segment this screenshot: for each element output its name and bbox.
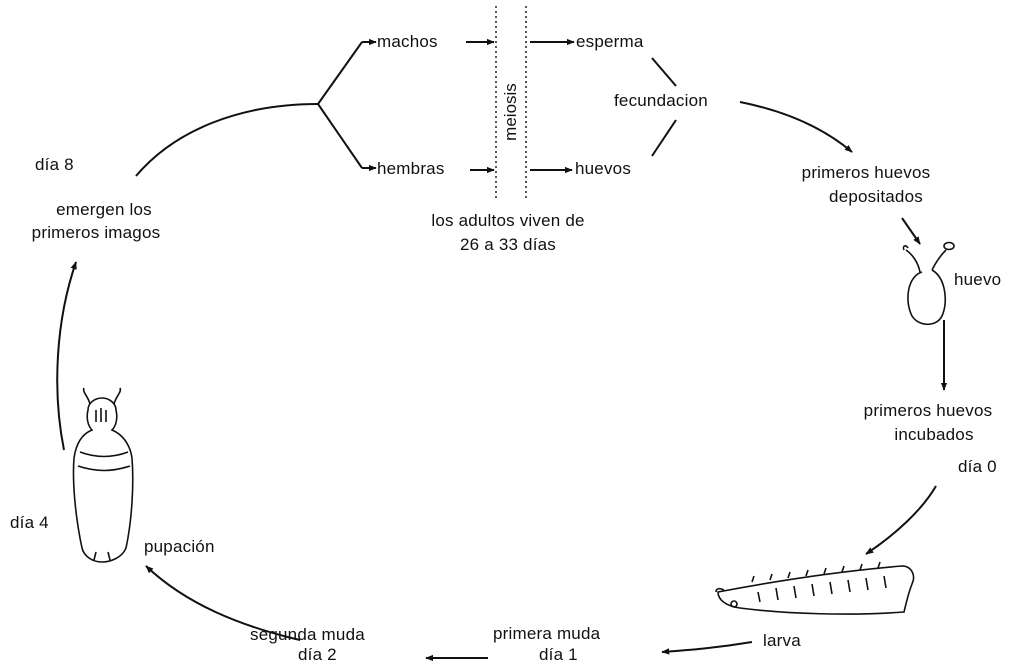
- larva-label: larva: [763, 631, 801, 650]
- pupa-drawing: [72, 387, 134, 563]
- eggs-label: huevos: [575, 159, 632, 178]
- line-eggs-to-fertilization: [651, 119, 677, 157]
- sperm-label: esperma: [576, 32, 644, 51]
- first-molt-label: primera muda: [493, 624, 601, 643]
- arrow-fertilization-to-eggs-laid: [739, 101, 853, 153]
- meiosis-label: meiosis: [501, 83, 520, 141]
- males-label: machos: [377, 32, 438, 51]
- arrow-second-molt-to-pupation: [145, 565, 301, 641]
- second-molt-label: segunda muda: [250, 625, 365, 644]
- arrow-hatched-to-larva: [865, 485, 937, 555]
- branch-stem: [317, 41, 363, 105]
- day8-label: día 8: [35, 155, 74, 174]
- pupation-label: pupación: [144, 537, 215, 556]
- arrow-eggs-laid-to-egg: [901, 217, 921, 245]
- eggs-laid-line2: depositados: [829, 187, 923, 206]
- day4-label: día 4: [10, 513, 49, 532]
- adult-lifespan-line1: los adultos viven de: [431, 211, 585, 230]
- fertilization-label: fecundacion: [614, 91, 708, 110]
- day2-label: día 2: [298, 645, 337, 664]
- arrow-larva-to-first-molt: [661, 641, 753, 655]
- eggs-laid-line1: primeros huevos: [801, 163, 931, 182]
- line-sperm-to-fertilization: [651, 57, 677, 87]
- day1-label: día 1: [539, 645, 578, 664]
- arrow-pupa-to-imagos: [56, 261, 77, 451]
- day0-label: día 0: [958, 457, 997, 476]
- arc-imagos-to-adults: [135, 103, 319, 177]
- hatched-line1: primeros huevos: [863, 401, 993, 420]
- imagos-line1: emergen los: [56, 200, 152, 219]
- hatched-line2: incubados: [894, 425, 974, 444]
- larva-drawing: [715, 561, 915, 615]
- adult-lifespan-line2: 26 a 33 días: [460, 235, 556, 254]
- egg-drawing: [902, 241, 955, 326]
- egg-label: huevo: [954, 270, 1002, 289]
- branch-to-females: [317, 103, 363, 169]
- females-label: hembras: [377, 159, 445, 178]
- imagos-line2: primeros imagos: [31, 223, 161, 242]
